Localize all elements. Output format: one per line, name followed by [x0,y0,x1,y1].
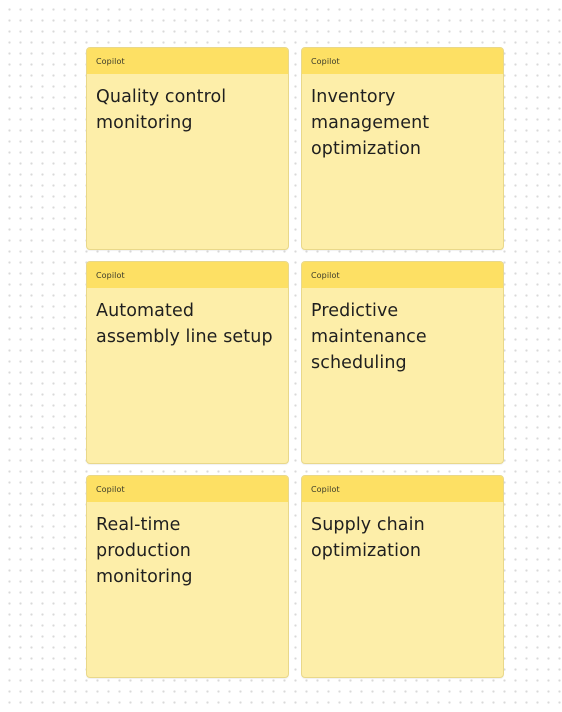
sticky-note-text[interactable]: Supply chain optimization [311,515,425,561]
sticky-note-header: Copilot [302,48,503,74]
sticky-note[interactable]: Copilot Predictive maintenance schedulin… [301,261,504,464]
sticky-note-header: Copilot [87,262,288,288]
sticky-note-author: Copilot [96,270,125,280]
sticky-note-author: Copilot [311,270,340,280]
sticky-note[interactable]: Copilot Quality control monitoring [86,47,289,250]
sticky-note[interactable]: Copilot Real-time production monitoring [86,475,289,678]
sticky-note-author: Copilot [311,56,340,66]
sticky-note-text[interactable]: Real-time production monitoring [96,515,193,587]
sticky-note-author: Copilot [311,484,340,494]
sticky-note-grid: Copilot Quality control monitoring Copil… [86,47,504,679]
sticky-note-header: Copilot [302,476,503,502]
sticky-note-header: Copilot [87,48,288,74]
sticky-note-text[interactable]: Predictive maintenance scheduling [311,301,427,373]
sticky-note[interactable]: Copilot Supply chain optimization [301,475,504,678]
sticky-note-header: Copilot [87,476,288,502]
sticky-note-text[interactable]: Automated assembly line setup [96,301,273,347]
sticky-note[interactable]: Copilot Automated assembly line setup [86,261,289,464]
sticky-note-author: Copilot [96,56,125,66]
sticky-note-text[interactable]: Quality control monitoring [96,87,227,133]
sticky-note-text[interactable]: Inventory management optimization [311,87,430,159]
sticky-note[interactable]: Copilot Inventory management optimizatio… [301,47,504,250]
sticky-note-author: Copilot [96,484,125,494]
sticky-note-header: Copilot [302,262,503,288]
